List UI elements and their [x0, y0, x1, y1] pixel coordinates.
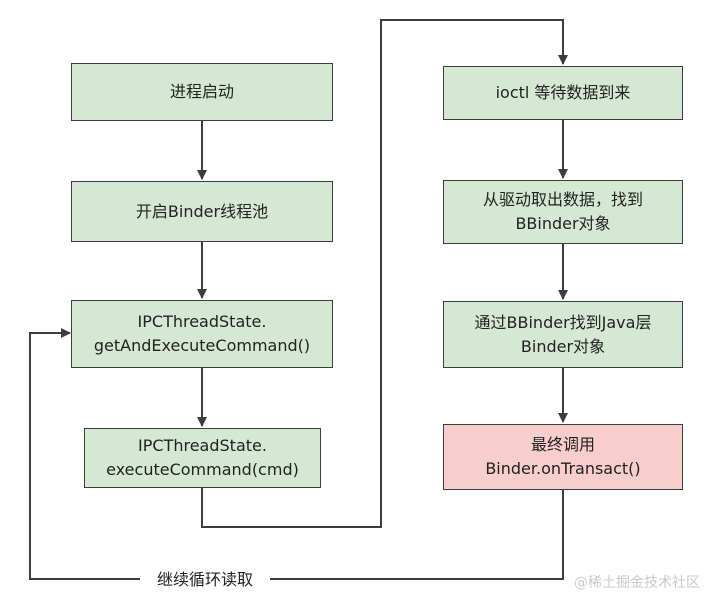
- node-ioctl-wait: ioctl 等待数据到来: [443, 66, 683, 120]
- loop-back-arrow: [29, 328, 564, 580]
- node-find-java-binder-line-1: 通过BBinder找到Java层: [474, 312, 652, 332]
- node-execute-command: IPCThreadState. executeCommand(cmd): [84, 428, 321, 488]
- loop-label: 继续循环读取: [140, 567, 270, 593]
- node-read-from-driver-line-2: BBinder对象: [515, 214, 611, 233]
- node-find-java-binder-line-2: Binder对象: [520, 336, 606, 356]
- node-ioctl-wait-line-1: ioctl 等待数据到来: [495, 83, 631, 102]
- node-process-start: 进程启动: [71, 63, 333, 121]
- node-get-and-execute-command-line-2: getAndExecuteCommand(): [93, 336, 311, 355]
- node-get-and-execute-command: IPCThreadState. getAndExecuteCommand(): [71, 300, 333, 368]
- arrow-execute-to-ioctl: [201, 19, 568, 528]
- watermark: @稀土掘金技术社区: [574, 575, 700, 591]
- node-on-transact-line-1: 最终调用: [530, 435, 595, 454]
- node-start-binder-pool: 开启Binder线程池: [71, 181, 333, 242]
- node-get-and-execute-command-line-1: IPCThreadState.: [137, 312, 267, 331]
- node-start-binder-pool-line-1: 开启Binder线程池: [135, 201, 269, 221]
- node-process-start-line-1: 进程启动: [169, 82, 234, 101]
- node-read-from-driver: 从驱动取出数据，找到 BBinder对象: [443, 180, 683, 244]
- node-find-java-binder: 通过BBinder找到Java层 Binder对象: [443, 301, 683, 368]
- node-read-from-driver-line-1: 从驱动取出数据，找到: [482, 190, 643, 209]
- node-execute-command-line-1: IPCThreadState.: [138, 436, 267, 455]
- node-execute-command-line-2: executeCommand(cmd): [106, 460, 299, 479]
- node-on-transact: 最终调用 Binder.onTransact(): [443, 424, 683, 490]
- node-on-transact-line-2: Binder.onTransact(): [485, 459, 641, 478]
